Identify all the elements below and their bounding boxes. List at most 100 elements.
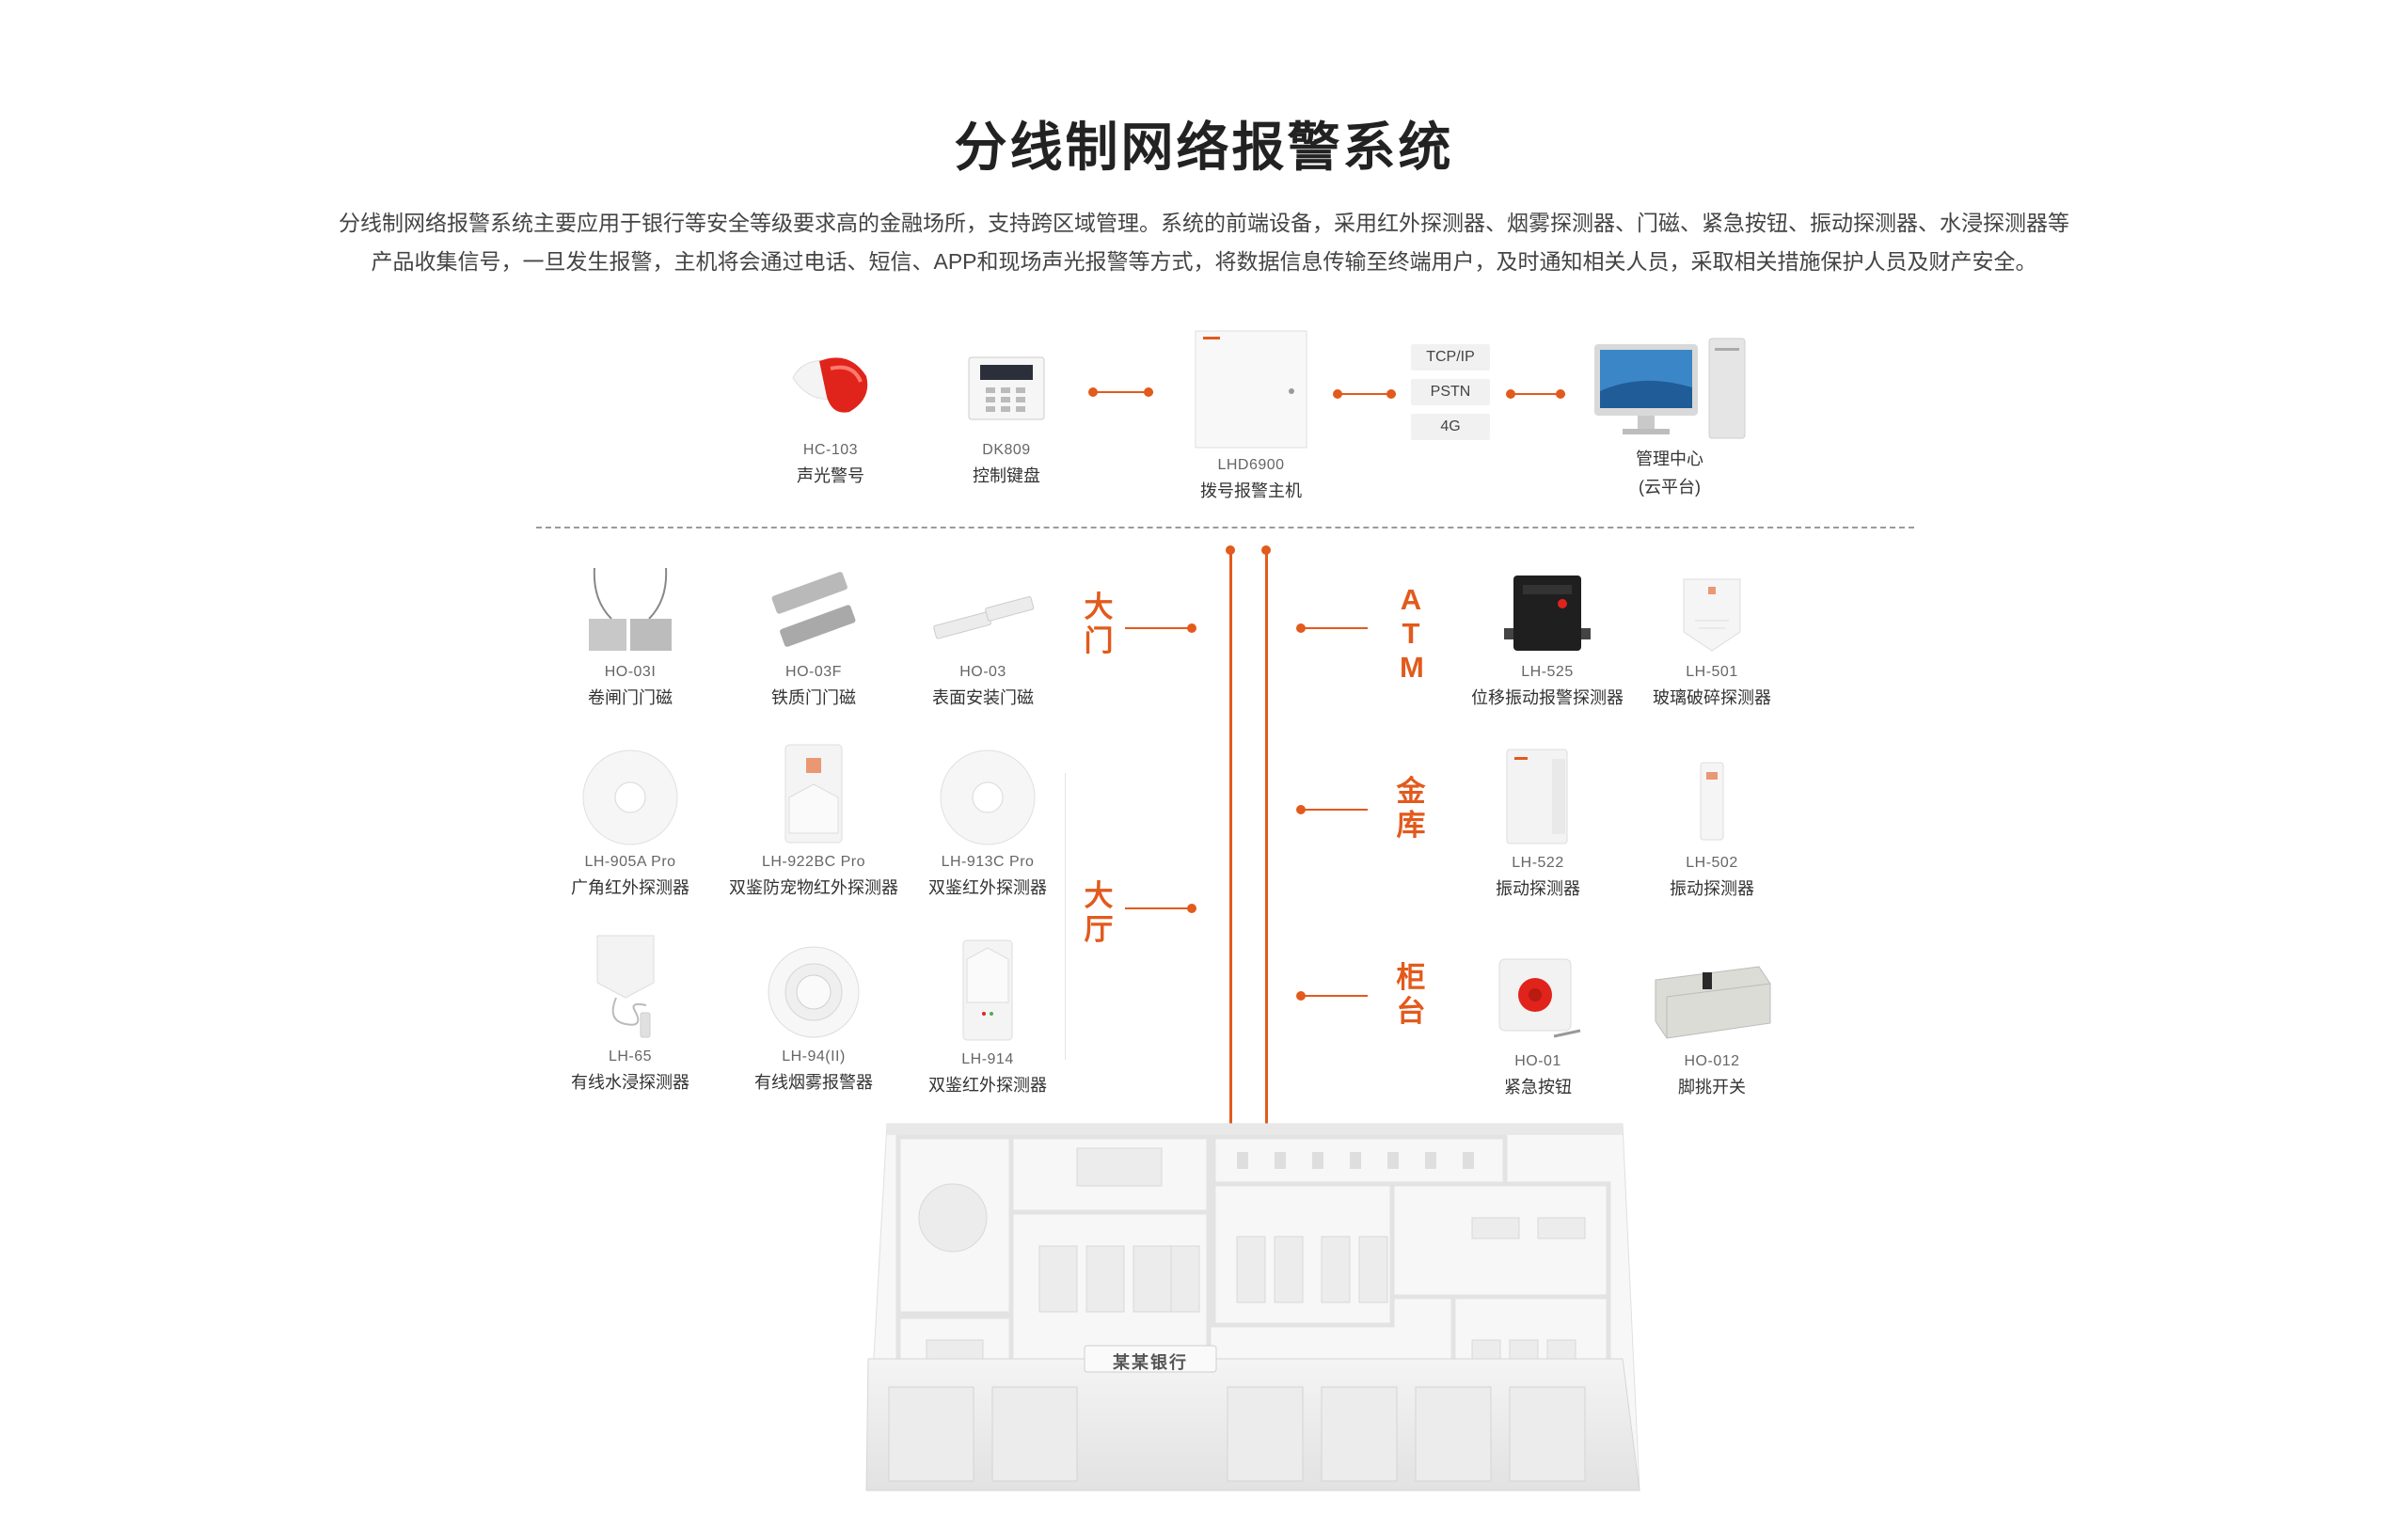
intro-line-1: 分线制网络报警系统主要应用于银行等安全等级要求高的金融场所，支持跨区域管理。系统… <box>339 211 2069 235</box>
water-leak-detector-icon <box>578 926 682 1041</box>
device-name: 脚挑开关 <box>1678 1078 1746 1096</box>
device-host: LHD6900 拨号报警主机 <box>1143 329 1359 502</box>
link-gate <box>1125 627 1193 629</box>
device-lh-914: LH-914 双鉴红外探测器 <box>879 937 1096 1096</box>
device-name: 卷闸门门磁 <box>588 688 673 707</box>
computer-icon <box>1585 335 1754 444</box>
device-lh-65: LH-65 有线水浸探测器 <box>522 926 738 1094</box>
foot-switch-icon <box>1646 952 1778 1046</box>
dual-tech-detector-icon <box>950 937 1025 1044</box>
page-title: 分线制网络报警系统 <box>954 118 1454 177</box>
zone-counter-text: 柜台 <box>1396 961 1426 1028</box>
network-pstn: PSTN <box>1411 379 1490 405</box>
device-name: 振动探测器 <box>1496 879 1580 898</box>
device-model: LH-65 <box>608 1049 653 1065</box>
host-panel-icon <box>1194 329 1308 449</box>
siren-model: HC-103 <box>802 442 859 458</box>
smoke-detector-icon <box>765 943 863 1041</box>
bank-building-model: 某某银行 <box>851 1114 1641 1505</box>
device-model: HO-01 <box>1514 1053 1561 1069</box>
link-vault <box>1300 809 1368 811</box>
trunk-dot <box>1261 545 1271 555</box>
vibration-sensor-icon <box>1684 755 1740 847</box>
pet-immune-detector-icon <box>776 741 851 846</box>
surface-door-contact-icon <box>922 562 1044 656</box>
link-dot <box>1088 387 1098 397</box>
link-dot <box>1296 623 1306 633</box>
device-ho-03f: HO-03F 铁质门门磁 <box>705 562 922 709</box>
device-model: LH-502 <box>1686 855 1738 871</box>
keypad-name: 控制键盘 <box>973 466 1040 485</box>
device-name: 有线水浸探测器 <box>571 1073 689 1092</box>
device-name: 有线烟雾报警器 <box>754 1073 873 1092</box>
device-ho-012: HO-012 脚挑开关 <box>1604 952 1820 1098</box>
link-counter <box>1300 995 1368 997</box>
device-model: HO-012 <box>1684 1053 1740 1069</box>
device-model: LH-913C Pro <box>941 854 1035 870</box>
device-lh-502: LH-502 振动探测器 <box>1604 755 1820 900</box>
link-dot <box>1333 389 1342 399</box>
zone-vault-text: 金库 <box>1396 775 1426 842</box>
zone-vault-label: 金库 <box>1392 775 1430 843</box>
device-management-center: 管理中心 (云平台) <box>1557 335 1782 498</box>
zone-atm-text: ATM <box>1400 583 1424 684</box>
device-name: 振动探测器 <box>1670 879 1754 898</box>
link-dot <box>1386 389 1396 399</box>
keypad-model: DK809 <box>982 442 1031 458</box>
device-name: 表面安装门磁 <box>932 688 1034 707</box>
device-model: HO-03 <box>959 664 1006 680</box>
keypad-icon <box>959 340 1054 434</box>
link-dot <box>1556 389 1565 399</box>
zone-hall-text: 大厅 <box>1084 879 1114 946</box>
device-ho-03: HO-03 表面安装门磁 <box>875 562 1091 709</box>
device-model: LH-522 <box>1512 855 1564 871</box>
intro-line-2: 产品收集信号，一旦发生报警，主机将会通过电话、短信、APP和现场声光报警等方式，… <box>371 249 2037 274</box>
zone-atm-label: ATM <box>1392 583 1430 685</box>
device-model: LH-922BC Pro <box>761 854 866 870</box>
bank-sign-text: 某某银行 <box>1113 1353 1188 1372</box>
device-model: LH-94(II) <box>782 1049 846 1065</box>
link-atm <box>1300 627 1368 629</box>
device-lh-525: LH-525 位移振动报警探测器 <box>1434 562 1660 709</box>
siren-icon <box>774 340 887 434</box>
trunk-line-left <box>1229 550 1232 1126</box>
device-ho-01: HO-01 紧急按钮 <box>1430 952 1646 1098</box>
device-siren: HC-103 声光警号 <box>722 340 939 487</box>
rolling-door-contact-icon <box>574 562 687 656</box>
network-4g: 4G <box>1411 414 1490 440</box>
iron-door-contact-icon <box>757 562 870 656</box>
trunk-line-right <box>1265 550 1268 1126</box>
device-name: 双鉴防宠物红外探测器 <box>729 878 898 897</box>
host-model: LHD6900 <box>1217 457 1285 473</box>
network-tcpip: TCP/IP <box>1411 344 1490 371</box>
device-name: 铁质门门磁 <box>771 688 856 707</box>
displacement-vibration-detector-icon <box>1500 562 1594 656</box>
glass-break-detector-icon <box>1674 562 1750 656</box>
link-host-net <box>1336 393 1396 395</box>
device-name: 玻璃破碎探测器 <box>1653 688 1771 707</box>
device-name: 紧急按钮 <box>1504 1078 1572 1096</box>
link-dot <box>1144 387 1153 397</box>
device-model: LH-501 <box>1686 664 1738 680</box>
ceiling-infrared-detector-icon <box>578 749 682 846</box>
device-ho-03i: HO-03I 卷闸门门磁 <box>522 562 738 709</box>
device-model: LH-905A Pro <box>584 854 676 870</box>
device-lh-522: LH-522 振动探测器 <box>1430 746 1646 900</box>
center-sub: (云平台) <box>1639 478 1701 497</box>
zone-hall-label: 大厅 <box>1080 879 1117 947</box>
panic-button-icon <box>1486 952 1590 1046</box>
link-dot <box>1187 904 1196 913</box>
device-model: HO-03F <box>785 664 842 680</box>
device-name: 广角红外探测器 <box>571 878 689 897</box>
link-net-center <box>1509 393 1565 395</box>
link-hall <box>1125 907 1193 909</box>
device-model: HO-03I <box>604 664 657 680</box>
trunk-dot <box>1226 545 1235 555</box>
device-lh-905a: LH-905A Pro 广角红外探测器 <box>522 749 738 899</box>
link-keypad-host <box>1091 391 1153 393</box>
divider-line <box>536 527 1914 528</box>
link-dot <box>1296 991 1306 1001</box>
zone-gate-label: 大门 <box>1080 591 1117 658</box>
host-name: 拨号报警主机 <box>1200 481 1302 500</box>
device-model: LH-525 <box>1521 664 1574 680</box>
